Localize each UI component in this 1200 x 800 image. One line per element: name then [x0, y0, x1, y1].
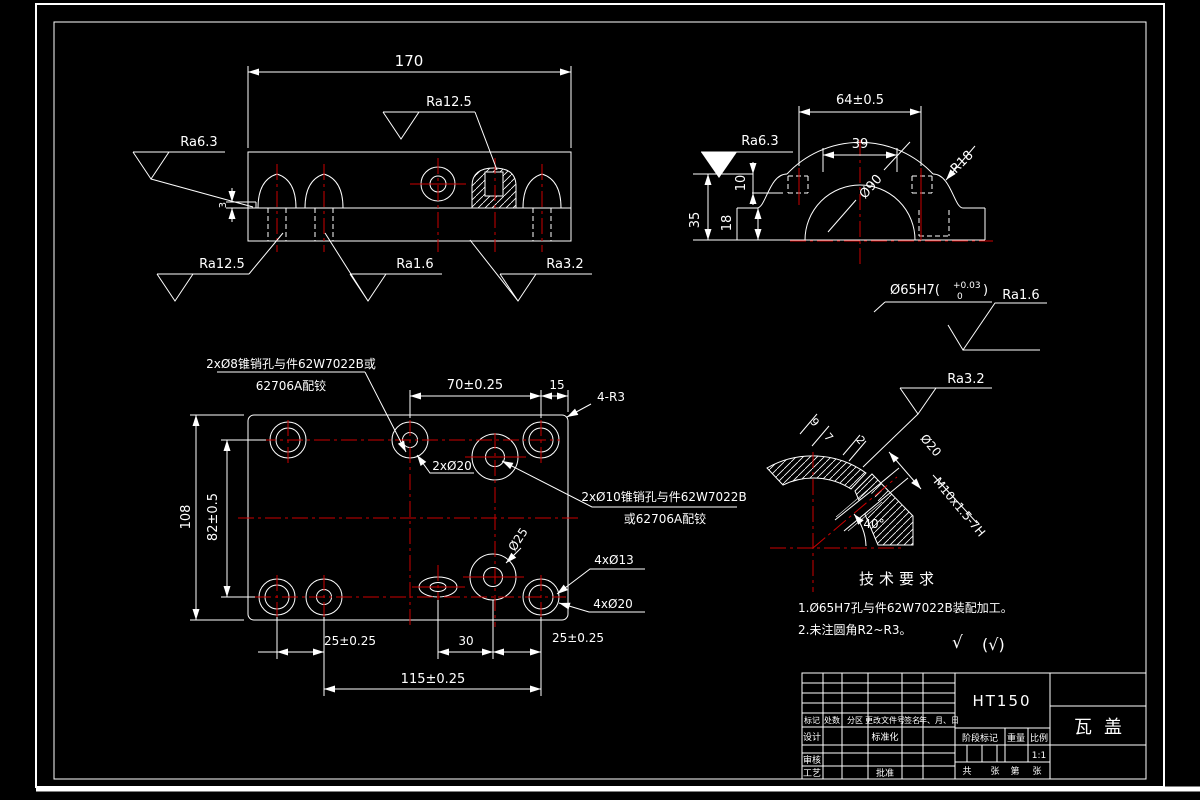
dim-30: 30: [458, 634, 473, 648]
bore-dim-close: ): [983, 283, 988, 298]
row-approve-label: 批准: [876, 767, 894, 779]
note-pin8-line2: 62706A配铰: [256, 378, 326, 393]
front-view: 170 3 Ra12.5 Ra6.3 Ra12.5 Ra1.6 Ra3.2: [132, 52, 592, 302]
surface-finish-label: Ra1.6: [1002, 288, 1039, 303]
sheet-total-label: 共: [962, 766, 971, 777]
label-4x20: 4xØ20: [593, 597, 632, 611]
sheet-borders: [35, 3, 1200, 792]
surface-finish-label: Ra3.2: [546, 257, 583, 272]
weight-label: 重量: [1007, 732, 1025, 744]
row-check-label: 审核: [803, 754, 821, 766]
corner-radius-label: 4-R3: [597, 390, 625, 404]
technical-requirements: 技术要求 1.Ø65H7孔与件62W7022B装配加工。 2.未注圆角R2~R3…: [798, 570, 1013, 654]
col-count-label: 处数: [824, 715, 840, 725]
dim-35: 35: [688, 212, 703, 229]
surface-finish-label: Ra3.2: [947, 372, 984, 387]
dim-115: 115±0.25: [401, 672, 466, 687]
dim-25a: 25±0.25: [324, 634, 376, 648]
dim-82: 82±0.5: [206, 493, 221, 541]
check-mark: √: [952, 633, 963, 653]
note-pin8-line1: 2xØ8锥销孔与件62W7022B或: [206, 357, 376, 371]
label-2x20: 2xØ20: [432, 459, 471, 473]
tech-req-item1: 1.Ø65H7孔与件62W7022B装配加工。: [798, 601, 1013, 615]
side-view: 64±0.5 39 35 18 10 Ø90 R18 Ra6.3 Ø65H7( …: [688, 93, 1047, 351]
label-4x13: 4xØ13: [594, 553, 633, 567]
surface-finish-label: Ra1.6: [396, 257, 433, 272]
row-std-label: 标准化: [871, 731, 898, 743]
angle-label: 40°: [863, 517, 884, 531]
surface-finish-label: Ra12.5: [199, 257, 245, 272]
col-sign-label: 签名: [904, 715, 920, 725]
row-process-label: 工艺: [803, 768, 821, 779]
scale-label: 比例: [1030, 732, 1048, 744]
dim-3: 3: [218, 202, 229, 208]
dim-18: 18: [720, 215, 735, 232]
title-block: 标记 处数 分区 更改文件号 签名 年、月、日 设计 标准化 审核 工艺 批准 …: [801, 672, 1147, 780]
sheet-no-label: 第: [1010, 765, 1019, 777]
dim-170: 170: [395, 52, 424, 70]
note-pin10-line2: 或62706A配铰: [624, 511, 706, 526]
sheet-zhang2-label: 张: [1032, 766, 1041, 777]
col-zone-label: 分区: [847, 716, 863, 725]
stage-label: 阶段标记: [962, 732, 998, 744]
tech-req-title: 技术要求: [859, 570, 939, 588]
part-name: 瓦盖: [1074, 717, 1134, 738]
scale-value: 1:1: [1032, 751, 1046, 761]
bore-tol-upper: +0.03: [953, 281, 981, 291]
col-mark-label: 标记: [804, 715, 820, 725]
dim-39: 39: [852, 137, 869, 152]
surface-finish-label: Ra6.3: [180, 135, 217, 150]
bore-tol-lower: 0: [957, 292, 963, 302]
note-pin10-line1: 2xØ10锥销孔与件62W7022B: [581, 490, 746, 504]
check-mark-bracketed: (√): [982, 635, 1005, 654]
dim-70: 70±0.25: [447, 378, 503, 393]
col-date-label: 年、月、日: [919, 715, 959, 725]
dim-25b: 25±0.25: [552, 631, 604, 645]
tech-req-item2: 2.未注圆角R2~R3。: [798, 622, 911, 637]
material-label: HT150: [972, 692, 1031, 710]
bore-dim-label: Ø65H7(: [890, 283, 940, 298]
dim-15: 15: [549, 378, 564, 392]
dim-108: 108: [179, 505, 194, 530]
plan-view: 70±0.25 15 4-R3 108 82±0.5 25±0.25 30 25…: [179, 357, 747, 696]
dim-10: 10: [734, 175, 749, 192]
row-design-label: 设计: [803, 731, 821, 743]
dim-64: 64±0.5: [836, 93, 884, 108]
col-doc-label: 更改文件号: [865, 715, 905, 725]
sheet-zhang-label: 张: [990, 766, 999, 777]
surface-finish-label: Ra12.5: [426, 95, 472, 110]
surface-finish-label: Ra6.3: [741, 134, 778, 149]
